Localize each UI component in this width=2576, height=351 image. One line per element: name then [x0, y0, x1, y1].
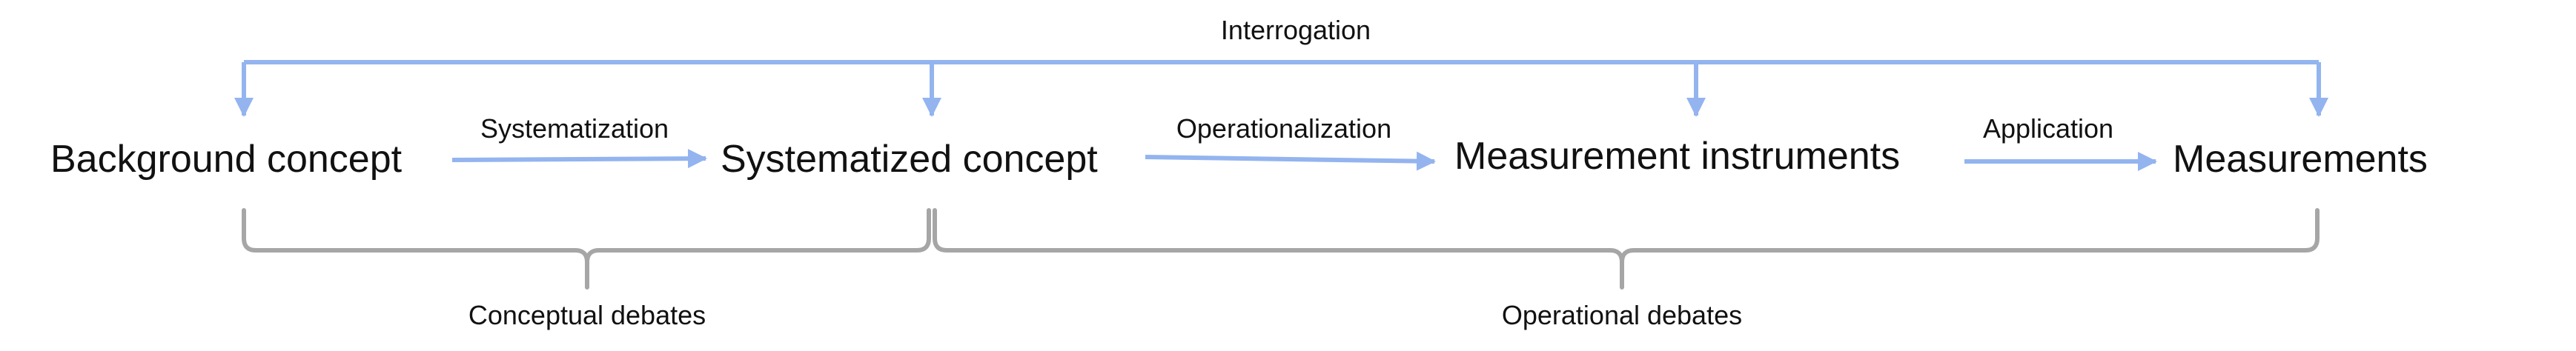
operationalization-label: Operationalization — [1176, 113, 1391, 144]
conceptual-debates-label: Conceptual debates — [468, 300, 706, 330]
operational-debates-label: Operational debates — [1502, 300, 1742, 330]
application-label: Application — [1983, 113, 2113, 144]
node-background-concept: Background concept — [50, 138, 403, 181]
operationalization-arrow — [1145, 151, 1436, 171]
conceptual-debates-brace — [242, 208, 931, 290]
interrogation-connector — [234, 60, 2328, 117]
node-measurement-instruments: Measurement instruments — [1454, 135, 1900, 178]
node-systematized-concept: Systematized concept — [721, 138, 1098, 181]
interrogation-label: Interrogation — [1221, 15, 1371, 45]
systematization-arrow — [451, 149, 707, 169]
operational-debates-brace — [933, 208, 2320, 290]
node-measurements: Measurements — [2173, 138, 2428, 181]
systematization-label: Systematization — [480, 113, 669, 144]
